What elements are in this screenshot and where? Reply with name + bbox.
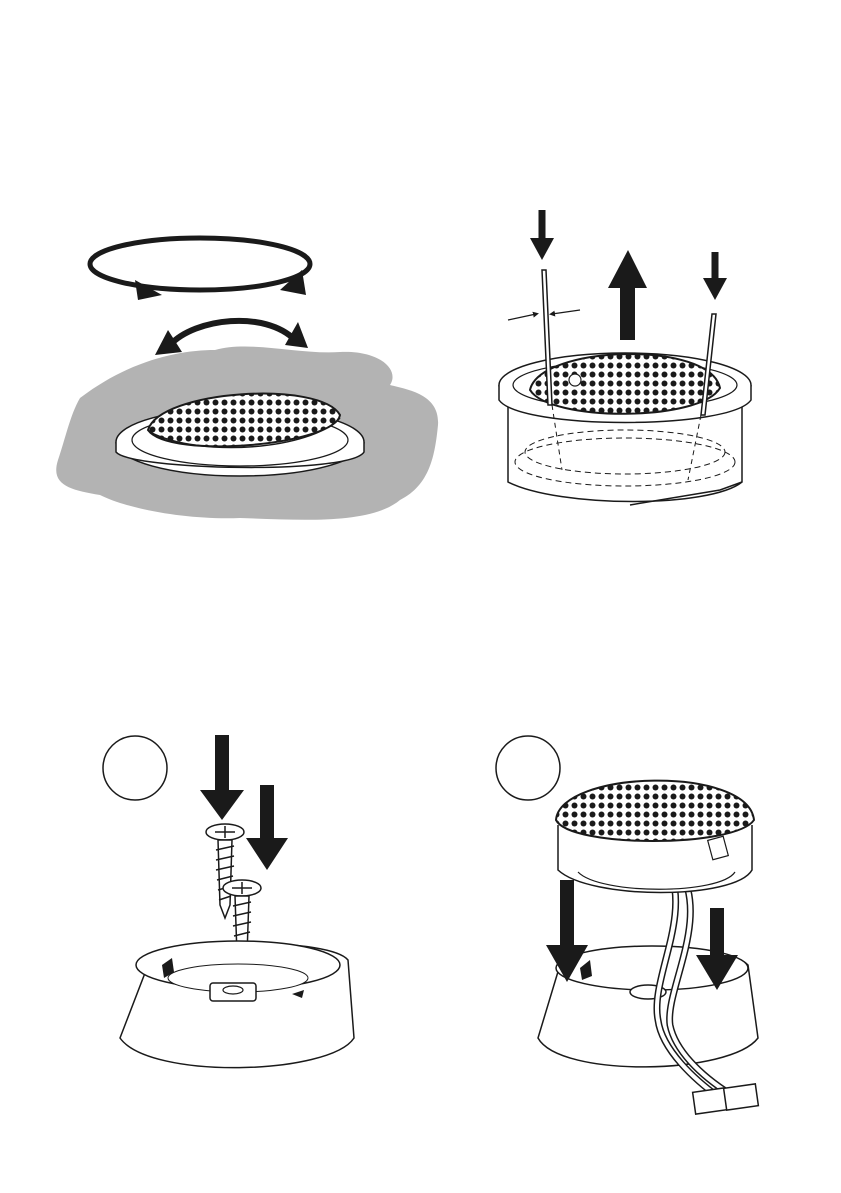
rotate-circle-arrow	[90, 238, 310, 290]
cable-connector	[693, 1088, 728, 1114]
insert-arrow-left	[560, 880, 574, 950]
screw-mount-figure	[80, 720, 400, 1120]
pin-width-dimension	[508, 314, 536, 320]
screw-arrow-left	[215, 735, 229, 795]
step-number-circle	[496, 736, 560, 800]
step-number-circle	[103, 736, 167, 800]
tweeter-dome	[556, 781, 754, 841]
insert-arrow-right	[710, 908, 724, 958]
remove-tweeter-figure	[480, 190, 810, 550]
lift-arrow	[620, 285, 635, 340]
twist-arc-arrow	[170, 321, 295, 345]
screw-arrow-right	[260, 785, 274, 845]
insert-tweeter-figure	[480, 720, 820, 1140]
twist-arrowhead-left	[155, 330, 182, 355]
rotate-tweeter-figure	[40, 200, 460, 560]
